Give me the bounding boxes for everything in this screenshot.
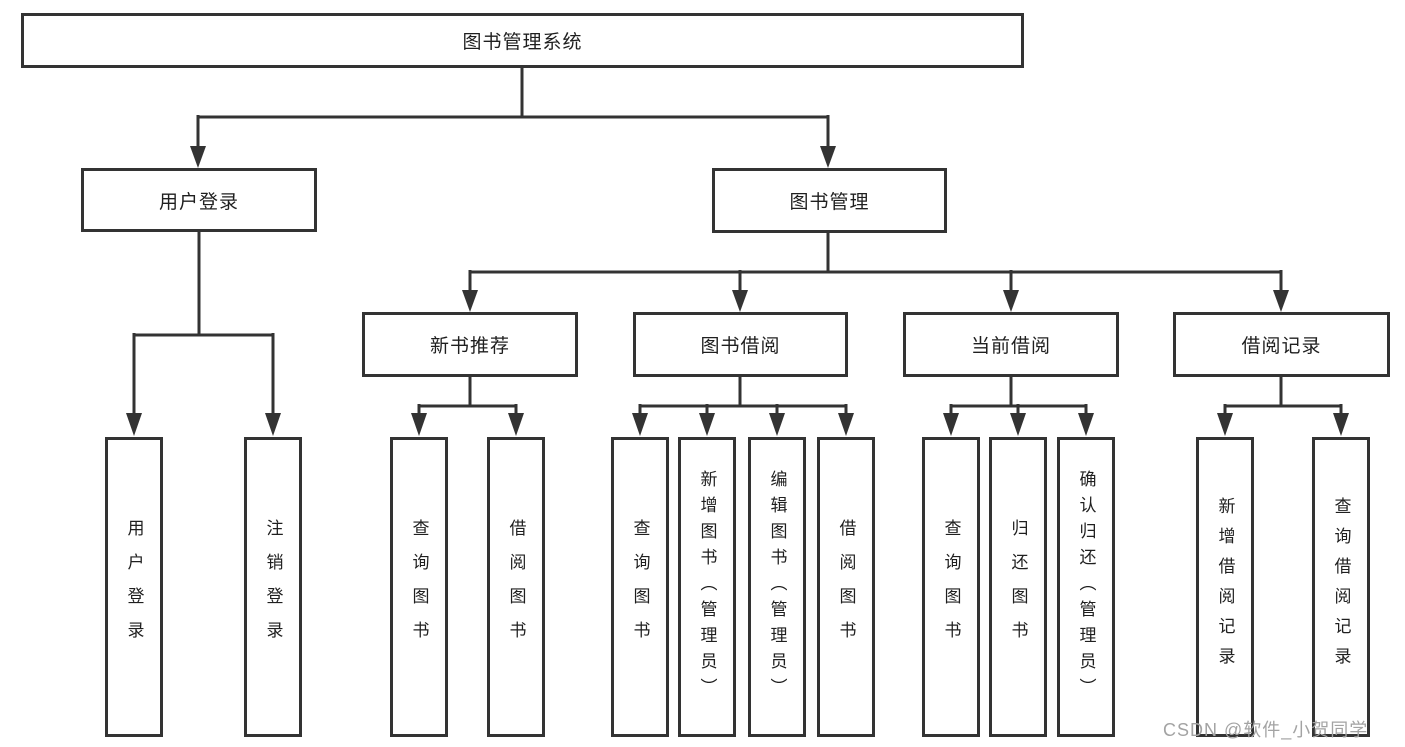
leaf-label: 注销登录	[263, 519, 283, 655]
node-user-login-label: 用户登录	[158, 191, 239, 213]
node-borrow-record-label: 借阅记录	[1241, 336, 1322, 357]
node-book-borrow-label: 图书借阅	[700, 336, 781, 357]
node-user-login: 用户登录	[81, 168, 317, 232]
leaf-query-books-current: 查询图书	[922, 437, 980, 737]
leaf-label: 借阅图书	[836, 519, 856, 655]
node-current-borrow-label: 当前借阅	[970, 336, 1051, 357]
node-borrow-record: 借阅记录	[1173, 312, 1390, 377]
tree-edges	[132, 68, 1343, 415]
node-book-management-label: 图书管理	[789, 192, 870, 213]
leaf-borrow-books-recommend: 借阅图书	[487, 437, 545, 737]
leaf-logout: 注销登录	[244, 437, 302, 737]
leaf-query-books-recommend: 查询图书	[390, 437, 448, 737]
leaf-query-borrow-record: 查询借阅记录	[1312, 437, 1370, 737]
leaf-label: 新增图书（管理员）	[697, 470, 717, 704]
leaf-add-books-admin: 新增图书（管理员）	[678, 437, 736, 737]
leaf-label: 用户登录	[124, 519, 144, 655]
leaf-label: 查询图书	[409, 519, 429, 655]
leaf-user-login: 用户登录	[105, 437, 163, 737]
leaf-label: 查询借阅记录	[1331, 497, 1351, 677]
leaf-query-books-borrow: 查询图书	[611, 437, 669, 737]
leaf-label: 查询图书	[941, 519, 961, 655]
leaf-edit-books-admin: 编辑图书（管理员）	[748, 437, 806, 737]
leaf-label: 借阅图书	[506, 519, 526, 655]
leaf-label: 编辑图书（管理员）	[767, 470, 787, 704]
node-root: 图书管理系统	[21, 13, 1024, 68]
arrowhead-icons	[126, 146, 1349, 436]
node-book-borrow: 图书借阅	[633, 312, 848, 377]
leaf-confirm-return-admin: 确认归还（管理员）	[1057, 437, 1115, 737]
leaf-return-books: 归还图书	[989, 437, 1047, 737]
leaf-borrow-books: 借阅图书	[817, 437, 875, 737]
leaf-label: 新增借阅记录	[1215, 497, 1235, 677]
node-new-book-recommend: 新书推荐	[362, 312, 578, 377]
node-root-label: 图书管理系统	[462, 32, 583, 53]
node-current-borrow: 当前借阅	[903, 312, 1119, 377]
leaf-label: 查询图书	[630, 519, 650, 655]
csdn-watermark: CSDN @软件_小贺同学	[1163, 720, 1369, 740]
leaf-add-borrow-record: 新增借阅记录	[1196, 437, 1254, 737]
leaf-label: 确认归还（管理员）	[1076, 470, 1096, 704]
node-new-book-recommend-label: 新书推荐	[429, 336, 510, 357]
node-book-management: 图书管理	[712, 168, 947, 233]
leaf-label: 归还图书	[1008, 519, 1028, 655]
